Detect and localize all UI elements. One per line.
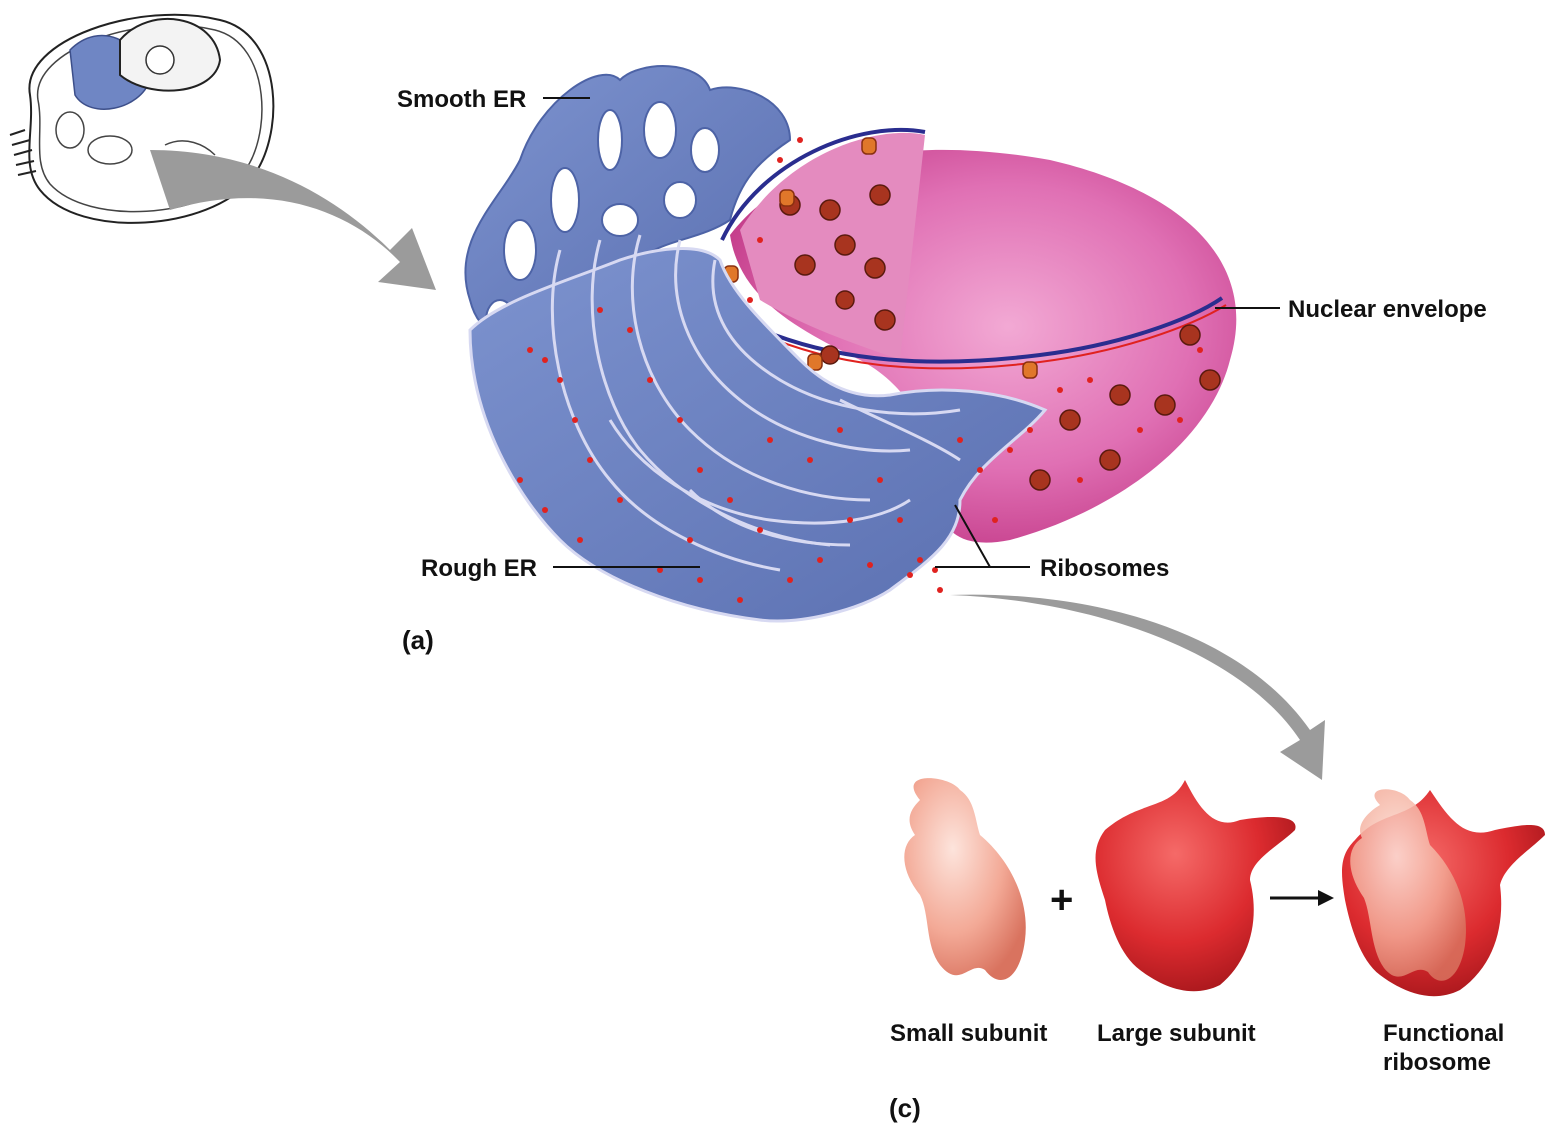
large-subunit-shape [1096,780,1296,991]
panel-label-a: (a) [402,625,434,656]
label-smooth-er: Smooth ER [397,86,526,114]
panel-label-c: (c) [889,1093,921,1124]
label-functional-ribosome-line1: Functional [1383,1020,1504,1048]
label-functional-ribosome-line2: ribosome [1383,1049,1491,1077]
plus-sign: + [1050,878,1073,923]
label-rough-er: Rough ER [421,555,537,583]
zoom-arrow-c [950,595,1325,780]
zoom-arrow-a [150,150,436,290]
reaction-arrow [1270,890,1334,906]
label-ribosomes: Ribosomes [1040,555,1169,583]
small-subunit-shape [904,778,1025,980]
label-large-subunit: Large subunit [1097,1020,1256,1048]
functional-ribosome-shape [1342,789,1545,996]
label-small-subunit: Small subunit [890,1020,1047,1048]
label-nuclear-envelope: Nuclear envelope [1288,296,1487,324]
